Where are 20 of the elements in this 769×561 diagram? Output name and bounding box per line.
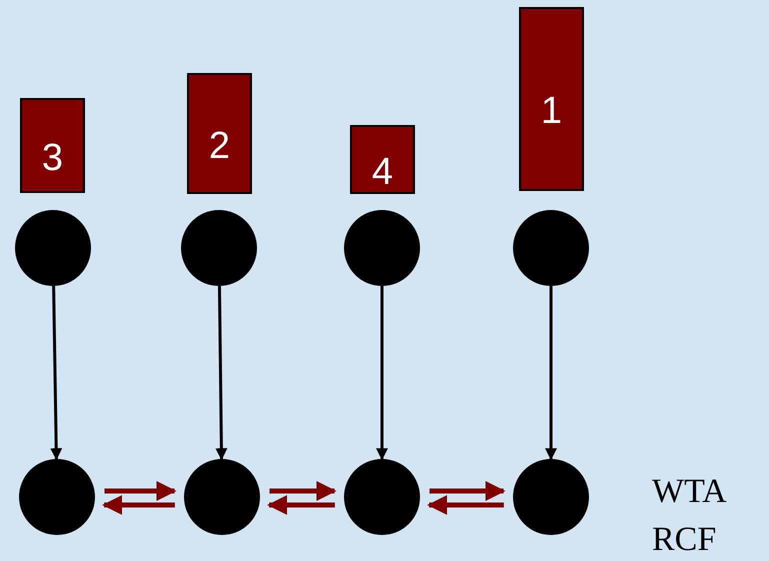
bar-number: 1 — [540, 92, 562, 130]
bar-number: 4 — [372, 152, 394, 190]
label-text: RCF — [652, 520, 718, 560]
arrow — [427, 495, 504, 515]
bar — [187, 73, 252, 194]
arrow — [545, 286, 557, 460]
arrow — [267, 495, 335, 515]
arrow — [270, 481, 336, 501]
bar — [20, 98, 85, 193]
arrow — [376, 286, 388, 460]
arrow — [102, 495, 175, 515]
arrow — [215, 286, 228, 460]
bar-number: 3 — [42, 138, 64, 176]
bar-number: 2 — [208, 126, 230, 164]
bar — [519, 7, 584, 191]
label-text: WTA — [652, 472, 727, 512]
bar — [350, 125, 415, 194]
arrow — [430, 481, 506, 501]
arrow — [104, 481, 176, 501]
arrow — [50, 286, 62, 460]
